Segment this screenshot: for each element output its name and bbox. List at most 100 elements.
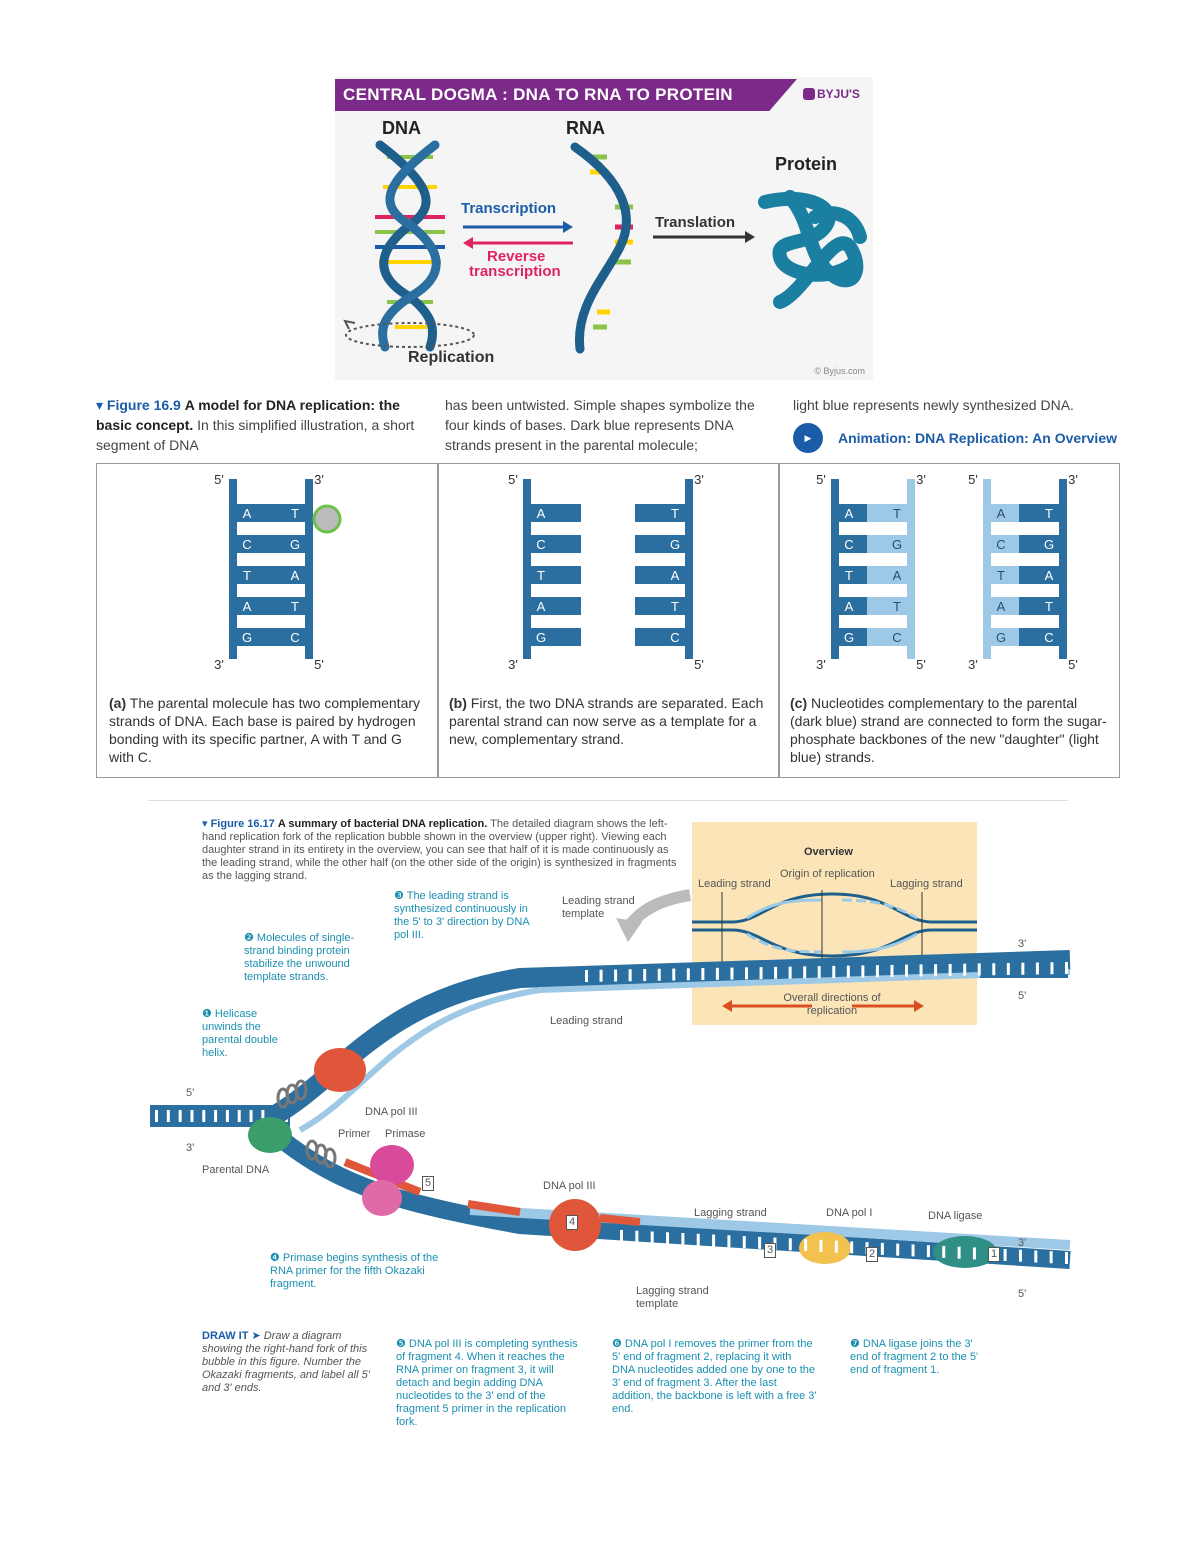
c1-left-base-label: G — [844, 630, 854, 645]
c2-right-base-C — [1019, 628, 1059, 646]
c2-left-base-label: C — [996, 537, 1005, 552]
lagging-strand-label: Lagging strand — [694, 1207, 767, 1219]
reverse-label-1: Reverse — [487, 248, 546, 265]
b-3prime-bot: 3' — [508, 657, 518, 672]
transcription-arrow-icon — [463, 221, 573, 233]
cursor-dot-icon — [312, 504, 342, 534]
replication-label: Replication — [408, 349, 495, 366]
replication-bubble-icon — [692, 890, 977, 1012]
c2-left-base-label: G — [996, 630, 1006, 645]
nucleotide-tick — [992, 963, 996, 976]
dna-ligase-icon — [933, 1236, 997, 1268]
b-right-base-T — [635, 597, 685, 615]
a-right-backbone — [305, 479, 313, 659]
b-right-base-label: A — [671, 568, 680, 583]
nucleotide-tick — [948, 963, 952, 976]
nucleotide-tick — [834, 1240, 838, 1253]
three-prime-right-top: 3' — [1018, 938, 1027, 950]
nucleotide-tick — [803, 966, 807, 979]
nucleotide-tick — [190, 1110, 194, 1122]
leading-strand-label: Leading strand — [550, 1015, 623, 1027]
central-dogma-panel: CENTRAL DOGMA : DNA TO RNA TO PROTEIN BY… — [335, 77, 873, 380]
base-pair-diagrams: ACTAGTGATC5'3'3'5'ACTAGTGATC5'3'3'5'ACTA… — [214, 472, 1078, 672]
c2-right-base-A — [1019, 566, 1059, 584]
fragment-4: 4 — [566, 1215, 579, 1230]
lagging-template-label: Lagging strand template — [636, 1285, 709, 1310]
b-left-base-A — [531, 597, 581, 615]
a-right-base-label: C — [290, 630, 299, 645]
c1-left-base-label: A — [845, 599, 854, 614]
b-left-base-T — [531, 566, 581, 584]
nucleotide-tick — [1065, 962, 1068, 974]
nucleotide-tick — [628, 969, 632, 982]
nucleotide-tick — [225, 1110, 229, 1122]
fig169-caption-col3: light blue represents newly synthesized … — [793, 397, 1074, 413]
nucleotide-tick — [249, 1110, 253, 1122]
five-prime-left: 5' — [186, 1087, 195, 1099]
dna-helix-icon — [375, 140, 445, 352]
ov-lagging-right: Lagging strand — [890, 878, 963, 890]
nucleotide-tick — [1065, 1252, 1068, 1264]
nucleotide-tick — [846, 965, 850, 978]
a-right-base-label: A — [291, 568, 300, 583]
c1-right-base-label: T — [893, 506, 901, 521]
b-left-base-label: C — [536, 537, 545, 552]
b-right-base-C — [635, 628, 685, 646]
byjus-logo: BYJU'S — [803, 87, 860, 101]
nucleotide-tick — [1050, 962, 1054, 975]
c2-right-base-G — [1019, 535, 1059, 553]
nucleotide-tick — [926, 1245, 930, 1258]
nucleotide-tick — [202, 1110, 206, 1122]
nucleotide-tick — [804, 1239, 808, 1252]
a-left-base-label: C — [242, 537, 251, 552]
a-left-base-label: G — [242, 630, 252, 645]
fragment-2: 2 — [866, 1247, 879, 1262]
animation-link[interactable]: Animation: DNA Replication: An Overview — [838, 430, 1117, 446]
nucleotide-tick — [850, 1241, 854, 1254]
nucleotide-tick — [214, 1110, 218, 1122]
animation-icon[interactable]: ▶ — [793, 423, 823, 453]
a-right-base-label: T — [291, 599, 299, 614]
a-right-base-C — [265, 628, 305, 646]
nucleotide-tick — [715, 967, 719, 980]
panel-a-text: (a) The parental molecule has two comple… — [109, 695, 421, 765]
a-5prime-top: 5' — [214, 472, 224, 487]
nucleotide-tick — [686, 968, 690, 981]
origin-label: Origin of replication — [780, 868, 875, 880]
c2-right-base-label: G — [1044, 537, 1054, 552]
nucleotide-tick — [155, 1110, 158, 1122]
b-right-base-label: G — [670, 537, 680, 552]
nucleotide-tick — [666, 1232, 670, 1245]
c1-right-backbone — [907, 479, 915, 659]
step-5: ❺ DNA pol III is completing synthesis of… — [396, 1338, 578, 1428]
step-3: ❸ The leading strand is synthesized cont… — [394, 890, 530, 941]
ov-leading-left: Leading strand — [698, 878, 771, 890]
a-right-base-label: T — [291, 506, 299, 521]
nucleotide-tick — [957, 1246, 961, 1259]
dna-pol-iii-bottom-label: DNA pol III — [543, 1180, 596, 1192]
a-3prime-bot: 3' — [214, 657, 224, 672]
a-left-base-label: A — [243, 599, 252, 614]
a-5prime-bot: 5' — [314, 657, 324, 672]
reverse-label-2: transcription — [469, 263, 561, 280]
c1-right-base-label: A — [893, 568, 902, 583]
b-left-base-label: A — [537, 599, 546, 614]
nucleotide-tick — [620, 1230, 623, 1242]
b-left-base-label: A — [537, 506, 546, 521]
c1-right-base-A — [867, 566, 907, 584]
nucleotide-tick — [730, 967, 734, 980]
overview-box: Overview Origin of replication Leading s… — [692, 822, 977, 1025]
nucleotide-tick — [896, 1243, 900, 1256]
panel-divider — [437, 464, 439, 777]
parental-dna-label: Parental DNA — [202, 1164, 270, 1176]
primase-icon — [370, 1145, 414, 1185]
c1-right-base-label: G — [892, 537, 902, 552]
primase-label: Primase — [385, 1128, 426, 1140]
b-left-base-label: T — [537, 568, 545, 583]
b-3prime-top: 3' — [694, 472, 704, 487]
b-left-base-G — [531, 628, 581, 646]
nucleotide-tick — [696, 1233, 700, 1246]
step-6: ❻ DNA pol I removes the primer from the … — [612, 1338, 817, 1415]
five-prime-right-top: 5' — [1018, 990, 1027, 1002]
nucleotide-tick — [745, 967, 748, 980]
